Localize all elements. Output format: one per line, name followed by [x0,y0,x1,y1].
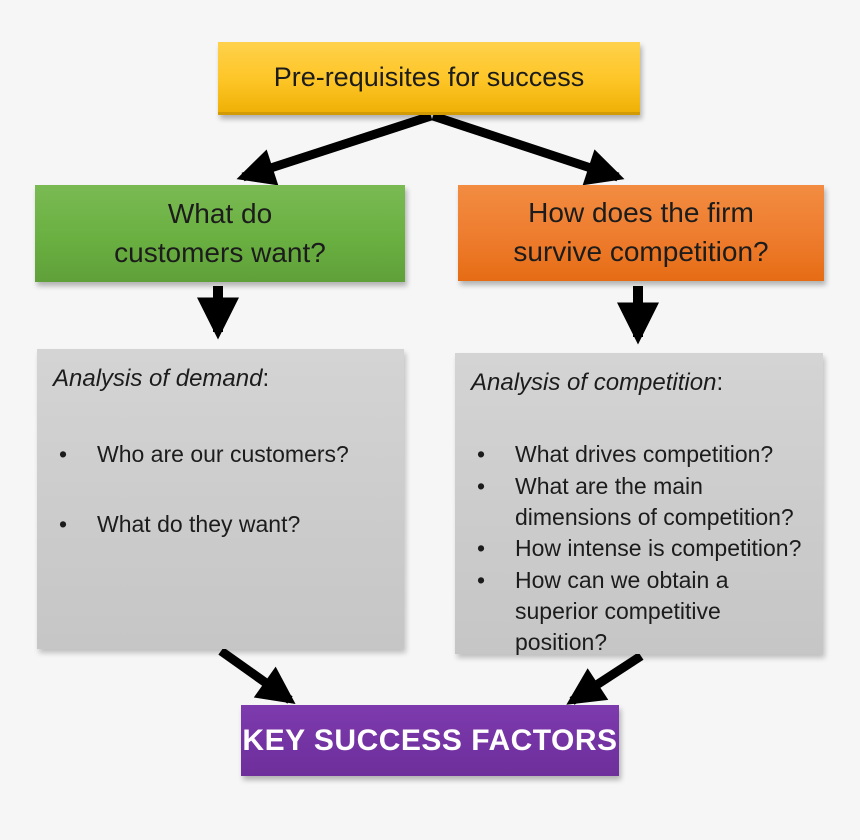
arrow-competition-to-result [566,652,644,705]
demand-analysis-panel: Analysis of demand: Who are our customer… [37,349,404,649]
competition-analysis-heading-text: Analysis of competition [471,369,717,396]
prerequisites-label: Pre-requisites for success [273,61,585,92]
competition-analysis-panel: Analysis of competition: What drives com… [455,353,823,655]
demand-bullet-item: Who are our customers? [53,439,390,470]
customers-question-box: What do customers want? [35,185,405,282]
customers-question-line1: What do [167,197,273,229]
competition-bullet-item: How can we obtain a superior competitive… [471,565,809,657]
competition-question-line1: How does the firm [528,197,754,229]
demand-analysis-heading-colon: : [262,365,270,392]
key-success-factors-label: KEY SUCCESS FACTORS [242,723,618,757]
key-success-factors-box: KEY SUCCESS FACTORS [241,705,619,776]
competition-bullet-item: What drives competition? [471,439,809,470]
arrow-title-to-green [236,111,433,186]
demand-bullet-list: Who are our customers? What do they want… [37,439,404,540]
competition-bullet-item: How intense is competition? [471,533,809,564]
customers-question-line2: customers want? [114,236,326,268]
demand-bullet-item: What do they want? [53,509,390,540]
prerequisites-box: Pre-requisites for success [218,42,640,115]
competition-analysis-heading-colon: : [716,369,724,396]
competition-analysis-heading: Analysis of competition: [471,369,823,397]
demand-analysis-heading: Analysis of demand: [53,365,404,393]
competition-bullet-list: What drives competition? What are the ma… [455,439,823,658]
competition-question-box: How does the firm survive competition? [458,185,824,281]
arrow-demand-to-result [218,647,296,704]
competition-bullet-item: What are the main dimensions of competit… [471,471,809,533]
competition-question-line2: survive competition? [513,236,769,267]
demand-analysis-heading-text: Analysis of demand [53,365,263,392]
arrow-title-to-orange [431,111,625,186]
